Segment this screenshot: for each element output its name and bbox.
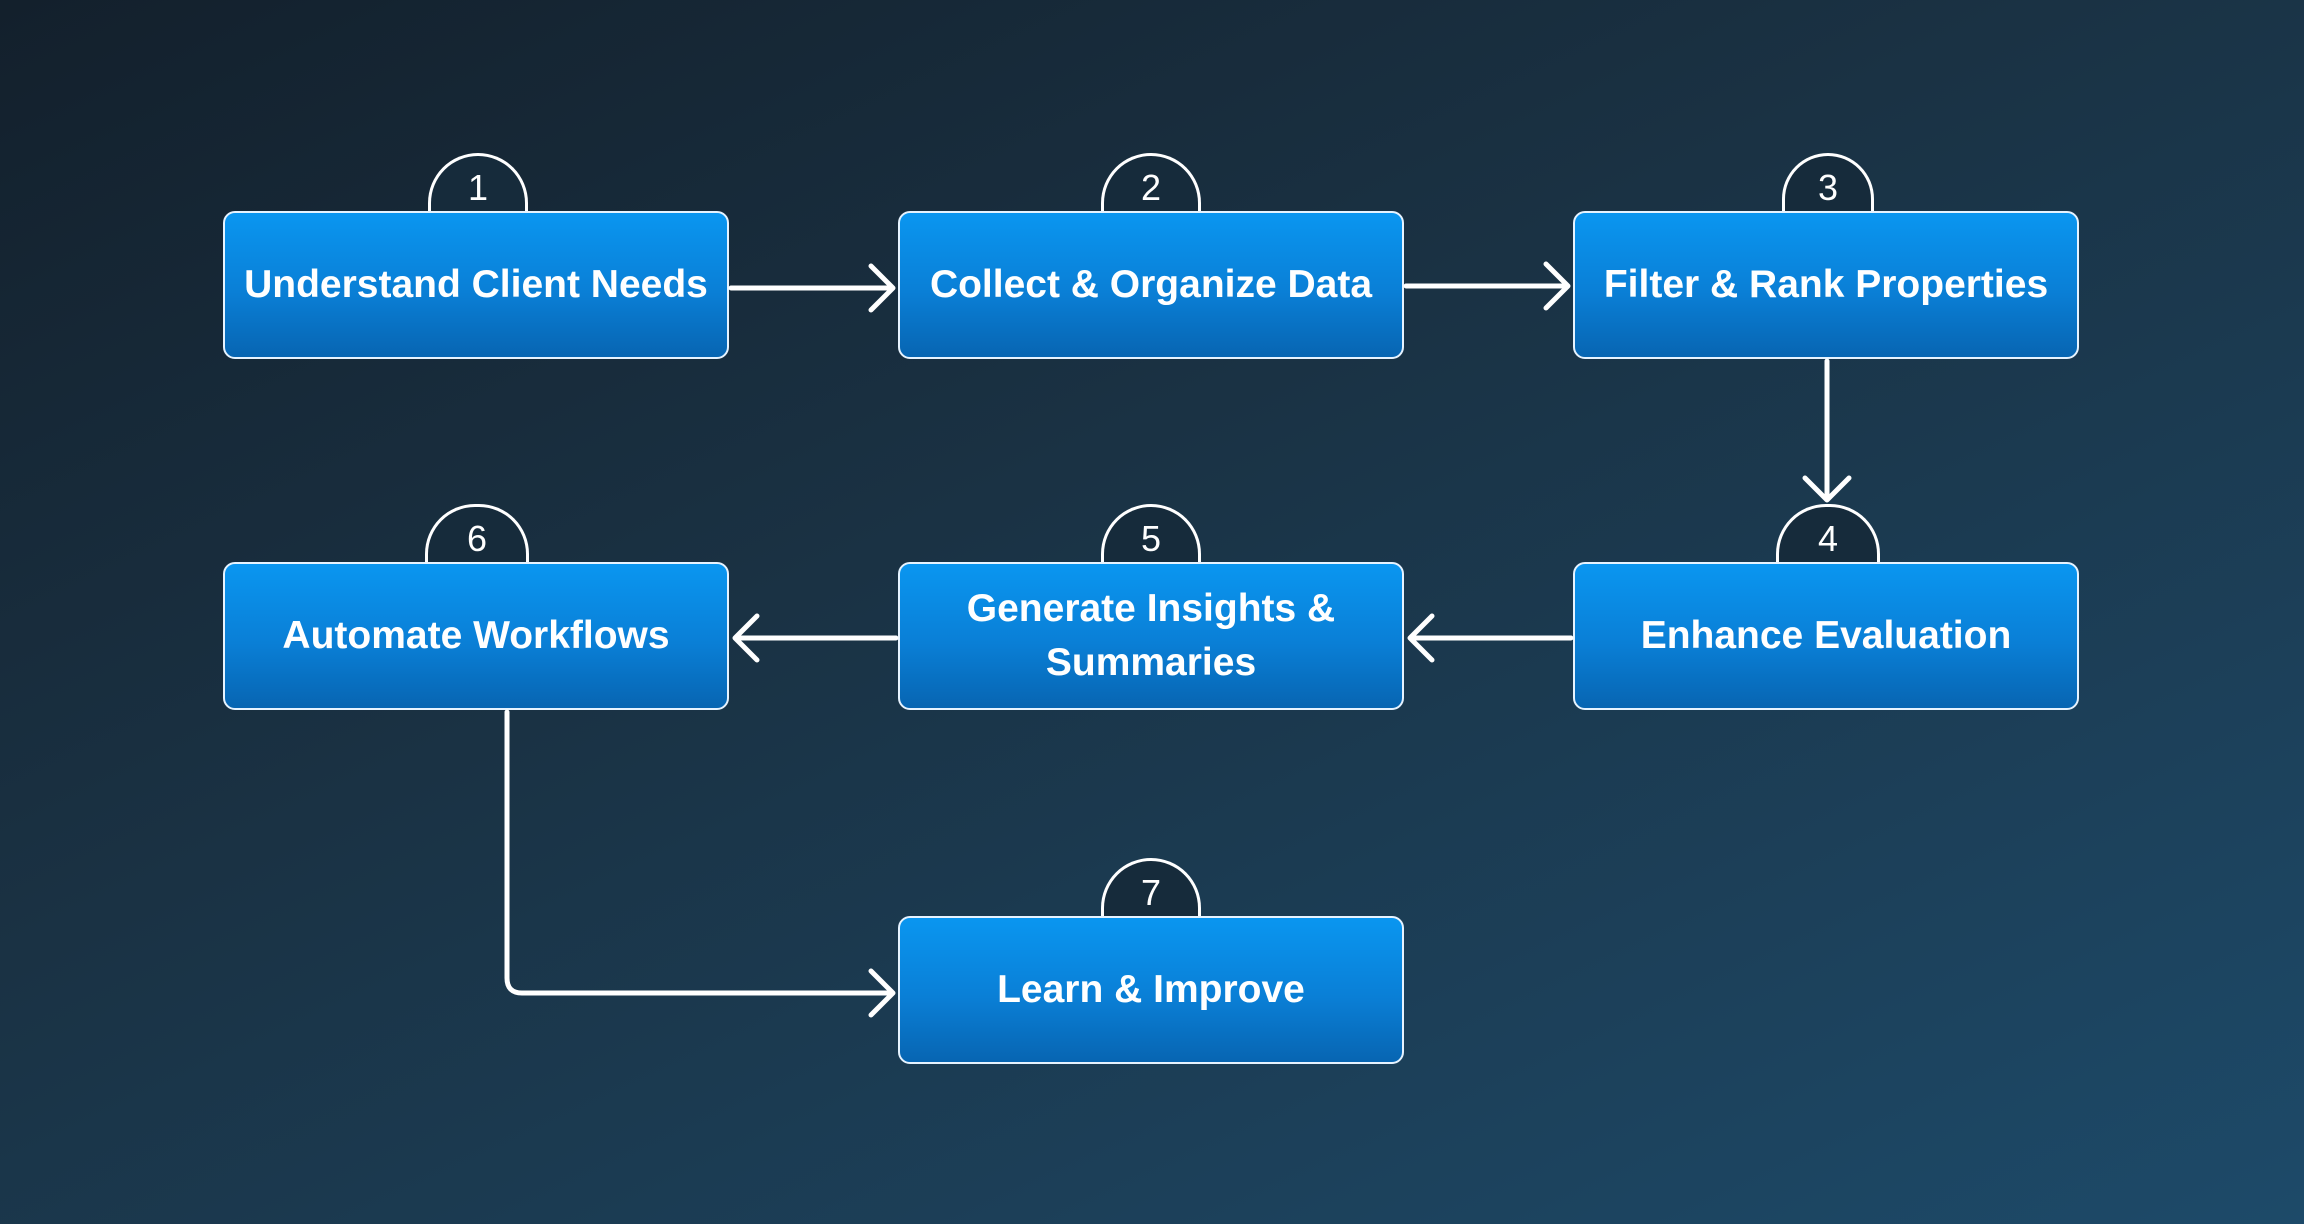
step-7-label: Learn & Improve bbox=[997, 968, 1305, 1011]
step-2-box: Collect & Organize Data bbox=[898, 211, 1404, 359]
arrow-3-to-4 bbox=[1802, 358, 1852, 503]
step-1-label: Understand Client Needs bbox=[244, 263, 708, 306]
step-4-label: Enhance Evaluation bbox=[1640, 614, 2012, 657]
step-6-label: Automate Workflows bbox=[282, 614, 670, 657]
arrow-2-to-3 bbox=[1403, 261, 1571, 311]
arrow-4-to-5 bbox=[1407, 613, 1574, 663]
step-2-label: Collect & Organize Data bbox=[929, 263, 1373, 306]
step-1-box: Understand Client Needs bbox=[223, 211, 729, 359]
step-4-box: Enhance Evaluation bbox=[1573, 562, 2079, 710]
step-3-label: Filter & Rank Properties bbox=[1603, 263, 2049, 306]
arrow-5-to-6 bbox=[732, 613, 899, 663]
step-7-box: Learn & Improve bbox=[898, 916, 1404, 1064]
step-5-label: Generate Insights & Summaries bbox=[966, 587, 1336, 684]
step-5-box: Generate Insights & Summaries bbox=[898, 562, 1404, 710]
step-3-box: Filter & Rank Properties bbox=[1573, 211, 2079, 359]
arrow-1-to-2 bbox=[728, 263, 896, 313]
step-3-number-badge: 3 bbox=[1782, 153, 1874, 213]
arrow-6-to-7 bbox=[504, 709, 896, 1018]
step-6-box: Automate Workflows bbox=[223, 562, 729, 710]
